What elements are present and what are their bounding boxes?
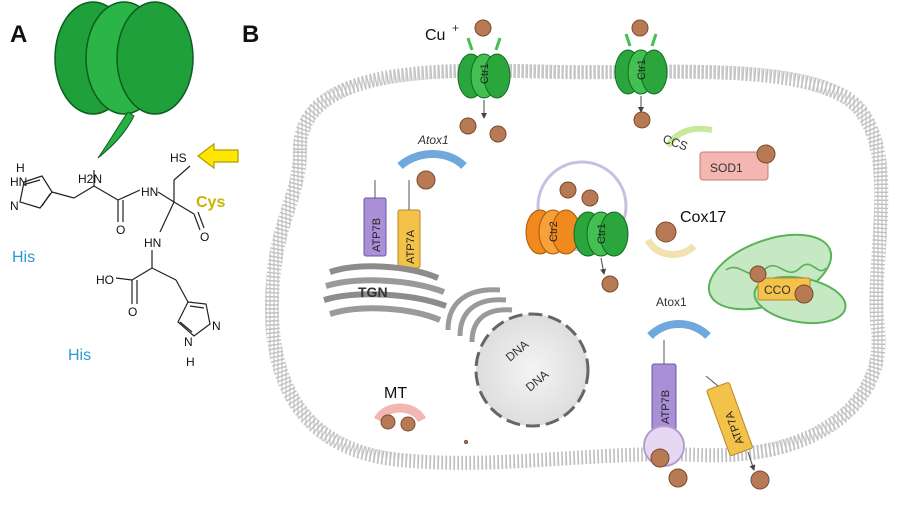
mt-label: MT — [384, 385, 407, 402]
atom-o-2: O — [200, 230, 209, 244]
sod1-enzyme — [699, 151, 769, 181]
copper-ion — [668, 468, 688, 488]
atom-n-ring2-h: N — [184, 335, 193, 349]
copper-ion — [631, 19, 649, 37]
yellow-arrow-icon — [197, 142, 239, 170]
copper-ion — [459, 117, 477, 135]
ctr1-protein-illustration — [54, 1, 194, 159]
ctr1-center-label: Ctr1 — [596, 223, 608, 244]
copper-ion — [559, 181, 577, 199]
copper-ion — [794, 284, 814, 304]
vesicle-ctr2-ctr1: Ctr2 Ctr1 — [525, 160, 629, 275]
copper-ion — [650, 448, 670, 468]
atom-ho: HO — [96, 273, 114, 287]
atom-h-ring1: H — [16, 161, 25, 175]
copper-ion — [633, 111, 651, 129]
metallothionein — [373, 403, 427, 423]
atp7a-right: ATP7A — [706, 382, 753, 456]
atom-hn-ring1: HN — [10, 175, 27, 189]
atom-h2n: H2N — [78, 172, 102, 186]
atox1-right-label: Atox1 — [656, 295, 687, 309]
atom-hn-2: HN — [144, 236, 161, 250]
copper-ion — [756, 144, 776, 164]
atom-o-3: O — [128, 305, 137, 319]
residue-cys: Cys — [196, 194, 225, 211]
atox1-left-label: Atox1 — [417, 133, 449, 147]
sod1-label: SOD1 — [710, 161, 743, 175]
mitochondrion — [707, 233, 847, 325]
atom-hn-1: HN — [141, 185, 158, 199]
atp7b-right-label: ATP7B — [660, 390, 672, 424]
atom-h-ring2: H — [186, 355, 195, 369]
endoplasmic-reticulum — [445, 287, 513, 343]
ccs-chaperone — [665, 125, 713, 148]
atp7b-left-label: ATP7B — [371, 218, 383, 252]
ctr1-right-label: Ctr1 — [636, 59, 648, 80]
cco-label: CCO — [764, 283, 791, 297]
nucleus: DNA DNA — [474, 312, 590, 428]
copper-ion — [750, 470, 770, 490]
copper-ion — [400, 416, 416, 432]
cu-charge: + — [452, 21, 459, 35]
atom-o-1: O — [116, 223, 125, 237]
cox17-label: Cox17 — [680, 209, 726, 226]
residue-his-top: His — [12, 249, 35, 266]
atp7a-left-label: ATP7A — [405, 229, 417, 264]
copper-ion — [601, 275, 619, 293]
copper-ion — [380, 414, 396, 430]
copper-ion — [581, 189, 599, 207]
tgn-golgi: TGN — [323, 263, 448, 323]
copper-ion — [655, 221, 677, 243]
tgn-label: TGN — [358, 284, 388, 300]
copper-ion — [749, 265, 767, 283]
cox17-chaperone — [644, 238, 697, 258]
atom-n-ring2: N — [212, 319, 221, 333]
tripeptide-structure — [19, 165, 211, 337]
atox1-left — [397, 150, 467, 170]
atox1-right — [647, 320, 711, 340]
cu-label: Cu — [425, 27, 445, 44]
atom-n-ring1: N — [10, 199, 19, 213]
panel-a-label: A — [10, 21, 27, 48]
ctr1-transporter-right: Ctr1 — [614, 33, 668, 113]
ctr2-label: Ctr2 — [548, 221, 560, 242]
copper-ion — [464, 440, 468, 444]
ccs-label: CCS — [661, 132, 690, 154]
copper-ions — [380, 19, 814, 490]
residue-his-bottom: His — [68, 347, 91, 364]
copper-ion — [474, 19, 492, 37]
ctr1-transporter-left: Ctr1 — [457, 37, 511, 119]
copper-ion — [416, 170, 436, 190]
copper-ion — [489, 125, 507, 143]
ctr1-left-label: Ctr1 — [479, 63, 491, 84]
panel-b-label: B — [242, 21, 259, 48]
atom-hs: HS — [170, 151, 187, 165]
